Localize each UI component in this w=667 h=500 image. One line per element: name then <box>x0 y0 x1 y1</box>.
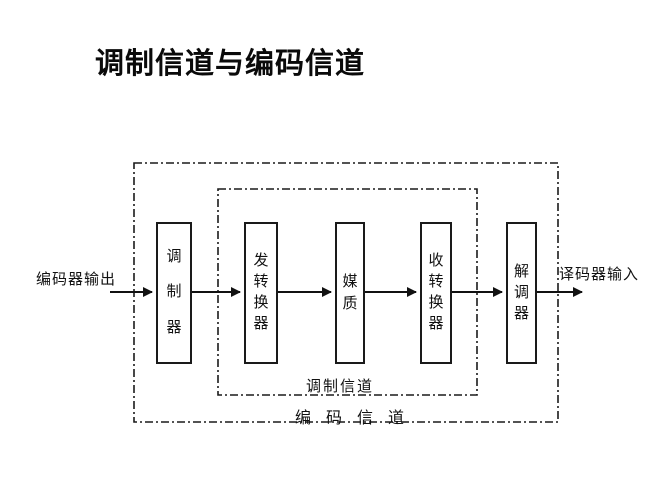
block-modulator: 调制器 <box>156 222 192 364</box>
coding-channel-label: 编 码 信 道 <box>295 410 406 427</box>
block-modulator-label: 调制器 <box>166 249 182 336</box>
block-rx-converter-label: 收转换器 <box>428 253 444 332</box>
modulation-channel-label: 调制信道 <box>306 379 375 395</box>
block-tx-converter-label: 发转换器 <box>253 253 269 332</box>
block-medium: 媒质 <box>335 222 365 364</box>
input-label: 编码器输出 <box>36 272 117 288</box>
page-title: 调制信道与编码信道 <box>95 48 366 80</box>
block-demodulator-label: 解调器 <box>513 263 529 322</box>
block-demodulator: 解调器 <box>506 222 537 364</box>
block-rx-converter: 收转换器 <box>420 222 452 364</box>
block-medium-label: 媒质 <box>342 273 358 313</box>
output-label: 译码器输入 <box>559 267 640 283</box>
block-tx-converter: 发转换器 <box>244 222 278 364</box>
